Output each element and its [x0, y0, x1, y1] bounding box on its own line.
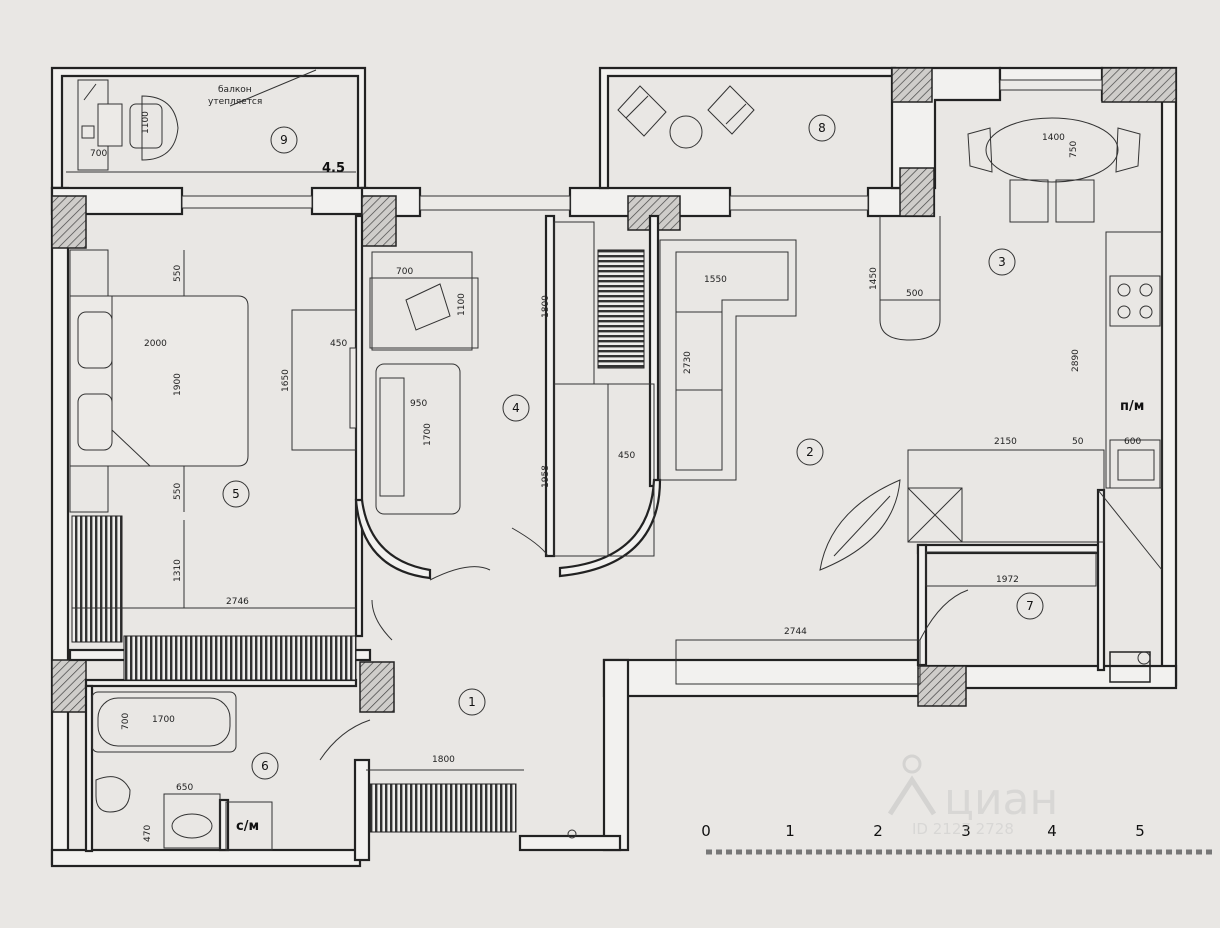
room-3-marker: 3	[988, 248, 1016, 276]
scale-tick-2: 2	[873, 822, 883, 840]
dim-hall-wall: 2744	[784, 627, 807, 637]
room-4-marker: 4	[502, 394, 530, 422]
watermark-brand: циан	[944, 774, 1058, 825]
dim-island-h: 1450	[869, 267, 879, 290]
dim-shelf-top: 1800	[541, 295, 551, 318]
room-4-label: 4	[512, 401, 520, 415]
dim-sofa2-w: 1550	[704, 275, 727, 285]
living-furniture	[659, 216, 1105, 685]
hall-fixtures	[319, 527, 969, 839]
dim-bed-top: 550	[173, 265, 183, 282]
room-5-marker: 5	[222, 480, 250, 508]
room-8-marker: 8	[808, 114, 836, 142]
cm-label: с/м	[236, 819, 259, 834]
dim-table-h: 750	[1069, 141, 1079, 158]
room-2-label: 2	[806, 445, 814, 459]
room-7-label: 7	[1026, 599, 1034, 613]
dim-bath-len: 1700	[152, 715, 175, 725]
dim-shelf-bottom: 1958	[541, 465, 551, 488]
kitchen-furniture	[967, 117, 1163, 489]
balcony-8-furniture	[617, 85, 755, 149]
dim-bed-wid: 1900	[173, 373, 183, 396]
scale-tick-1: 1	[785, 822, 795, 840]
scale-tick-5: 5	[1135, 822, 1145, 840]
dim-sink-w: 650	[176, 783, 193, 793]
study-furniture	[369, 221, 655, 557]
structural-columns	[51, 67, 1177, 713]
bedroom-furniture	[69, 249, 357, 681]
room-8-label: 8	[818, 121, 826, 135]
dim-shelf-depth: 450	[618, 451, 635, 461]
balcony-note-1: балкон	[218, 85, 252, 95]
dim-kitchen-len: 2890	[1071, 349, 1081, 372]
room-2-marker: 2	[796, 438, 824, 466]
dim-r5-lower: 1310	[173, 559, 183, 582]
dim-counter-w: 2150	[994, 437, 1017, 447]
dim-sofa4-h: 1700	[423, 423, 433, 446]
room-1-marker: 1	[458, 688, 486, 716]
dim-r5-width: 2746	[226, 597, 249, 607]
dim-bed-len: 2000	[144, 339, 167, 349]
pm-label: п/м	[1120, 399, 1144, 414]
scale-tick-4: 4	[1047, 822, 1057, 840]
dim-counter-gap: 50	[1072, 437, 1084, 447]
dim-tv: 450	[330, 339, 347, 349]
scale-tick-0: 0	[701, 822, 711, 840]
watermark-id: ID 2127 2728	[912, 820, 1014, 838]
dim-wardrobe: 1650	[281, 369, 291, 392]
dimension-labels: 550 2000 1900 550 1650 450 1310 2746 700…	[121, 133, 1141, 842]
balcony-note-2: утепляется	[208, 97, 262, 107]
watermark: циан ID 2127 2728	[887, 754, 1058, 838]
dim-wardrobe7: 1972	[996, 575, 1019, 585]
balcony-9-furniture	[66, 69, 356, 173]
dim-fridge: 600	[1124, 437, 1141, 447]
balcony-area: 4.5	[322, 161, 345, 176]
text-labels: 4.5 балкон утепляется 1100 700 п/м с/м	[90, 85, 1144, 834]
room-labels: 1 2 3 4 5 6 7 8 9	[222, 114, 1044, 780]
dim-chair: 1100	[141, 111, 151, 134]
scale-bar: 0 1 2 3 4 5	[701, 822, 1216, 855]
dim-sofa2-h: 2730	[683, 351, 693, 374]
room-1-label: 1	[468, 695, 476, 709]
room-9-label: 9	[280, 133, 288, 147]
room-6-marker: 6	[251, 752, 279, 780]
dim-radiator1: 1800	[432, 755, 455, 765]
windows	[181, 79, 1103, 211]
room-3-label: 3	[998, 255, 1006, 269]
dim-bath-wid: 700	[121, 713, 131, 730]
room-9-marker: 9	[270, 126, 298, 154]
dim-table-w: 1400	[1042, 133, 1065, 143]
scale-tick-3: 3	[961, 822, 971, 840]
dim-bed-bottom: 550	[173, 483, 183, 500]
dim-desk-h: 1100	[457, 293, 467, 316]
dim-sofa4-w: 950	[410, 399, 427, 409]
room-7-furniture	[925, 489, 1163, 665]
dim-sink-h: 470	[143, 825, 153, 842]
dim-island-w: 500	[906, 289, 923, 299]
bathroom-fixtures	[91, 691, 273, 851]
room-7-marker: 7	[1016, 592, 1044, 620]
dim-desk-w: 700	[396, 267, 413, 277]
dim-desk9: 700	[90, 149, 107, 159]
outer-walls	[50, 66, 1178, 868]
room-6-label: 6	[261, 759, 269, 773]
room-5-label: 5	[232, 487, 240, 501]
